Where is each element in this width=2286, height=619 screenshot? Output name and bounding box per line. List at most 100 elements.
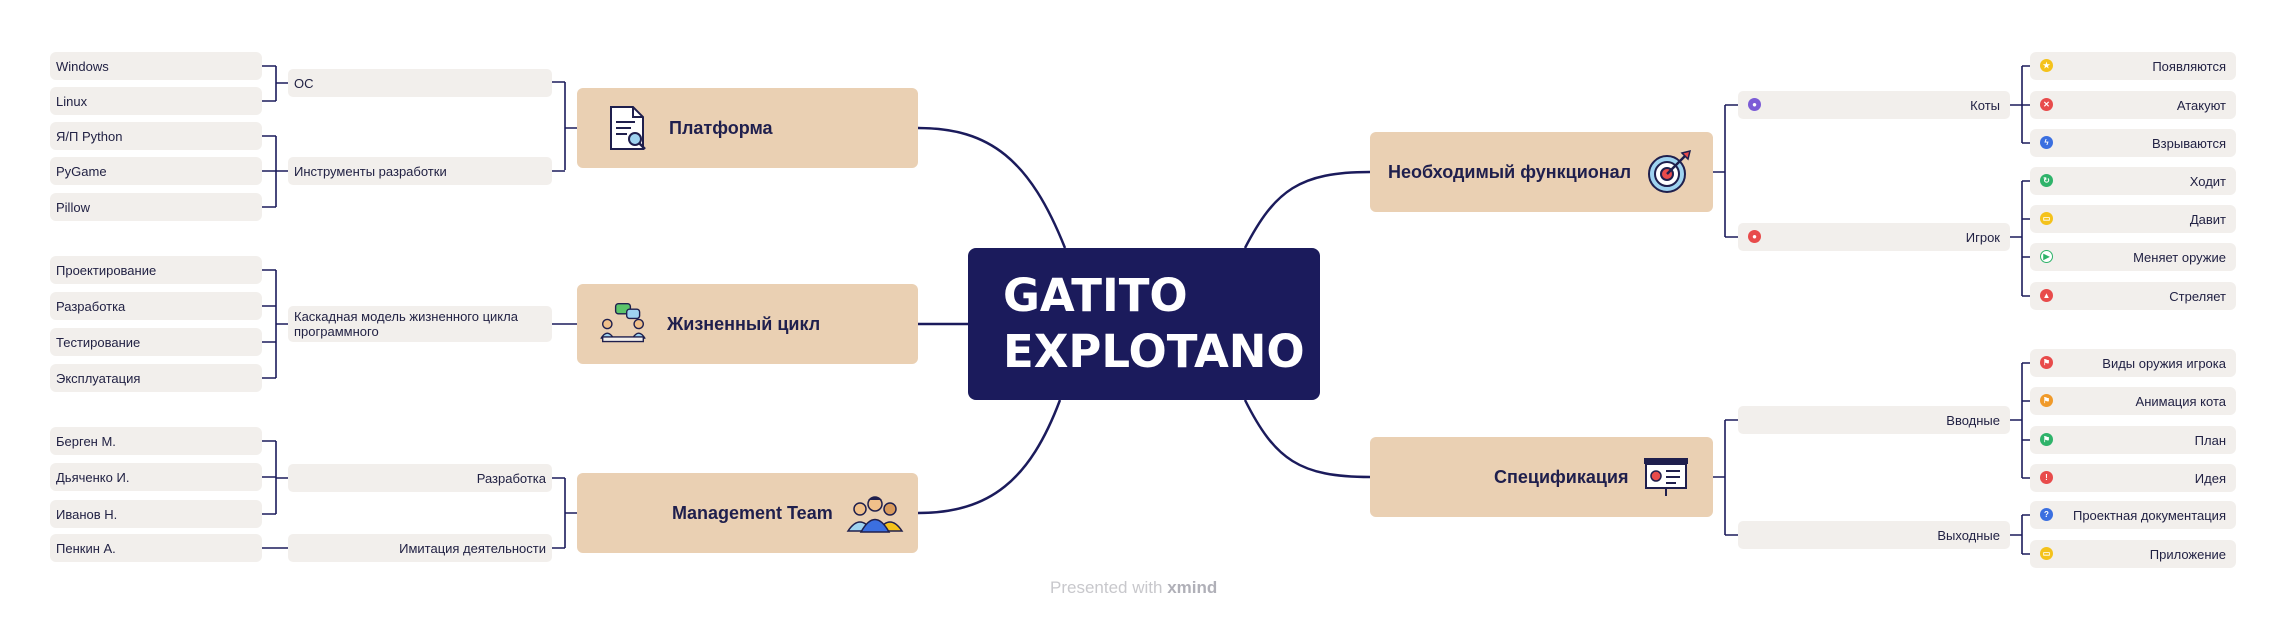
leaf-walk[interactable]: ↻ Ходит xyxy=(2030,167,2236,195)
leaf-development[interactable]: Разработка xyxy=(50,292,262,320)
subtopic-label: Вводные xyxy=(1946,412,2000,428)
subtopic-waterfall[interactable]: Каскадная модель жизненного цикла програ… xyxy=(288,306,552,342)
subtopic-os[interactable]: ОС xyxy=(288,69,552,97)
leaf-label: Тестирование xyxy=(56,334,141,350)
leaf-attack[interactable]: ✕ Атакуют xyxy=(2030,91,2236,119)
gamepad-icon: ▭ xyxy=(2040,212,2053,225)
star-icon: ★ xyxy=(2040,59,2053,72)
leaf-explode[interactable]: ϟ Взрываются xyxy=(2030,129,2236,157)
leaf-label: Анимация кота xyxy=(2135,393,2226,409)
leaf-cat-animation[interactable]: ⚑ Анимация кота xyxy=(2030,387,2236,415)
leaf-label: Идея xyxy=(2194,470,2226,486)
link-center-spec xyxy=(1243,399,1371,479)
leaf-label: Ходит xyxy=(2189,173,2226,189)
subtopic-label: Игрок xyxy=(1965,229,2000,245)
subtopic-label: ОС xyxy=(294,75,314,91)
leaf-label: Pillow xyxy=(56,199,90,215)
topic-lifecycle[interactable]: Жизненный цикл xyxy=(577,284,918,364)
central-topic[interactable]: GATITO EXPLOTANO xyxy=(968,248,1320,400)
central-title-line1: GATITO xyxy=(1003,269,1188,322)
topic-platform[interactable]: Платформа xyxy=(577,88,918,168)
question-icon: ? xyxy=(2040,508,2053,521)
leaf-label: PyGame xyxy=(56,163,107,179)
fire-icon: ▲ xyxy=(2040,289,2053,302)
subtopic-imitation[interactable]: Имитация деятельности xyxy=(288,534,552,562)
leaf-testing[interactable]: Тестирование xyxy=(50,328,262,356)
leaf-label: Linux xyxy=(56,93,88,109)
subtopic-label: Разработка xyxy=(476,470,546,486)
leaf-label: Появляются xyxy=(2152,58,2226,74)
play-icon: ▶ xyxy=(2040,250,2053,263)
leaf-label: Давит xyxy=(2189,211,2226,227)
leaf-design[interactable]: Проектирование xyxy=(50,256,262,284)
leaf-operation[interactable]: Эксплуатация xyxy=(50,364,262,392)
leaf-linux[interactable]: Linux xyxy=(50,87,262,115)
subtopic-inputs[interactable]: Вводные xyxy=(1738,406,2010,434)
subtopic-cats[interactable]: ● Коты xyxy=(1738,91,2010,119)
leaf-label: Стреляет xyxy=(2169,288,2226,304)
leaf-crush[interactable]: ▭ Давит xyxy=(2030,205,2236,233)
topic-spec[interactable]: Спецификация xyxy=(1370,437,1713,517)
topic-spec-title: Спецификация xyxy=(1494,466,1629,487)
exclamation-icon: ! xyxy=(2040,471,2053,484)
leaf-idea[interactable]: ! Идея xyxy=(2030,464,2236,492)
leaf-label: Приложение xyxy=(2149,546,2226,562)
leaf-shoot[interactable]: ▲ Стреляет xyxy=(2030,282,2236,310)
leaf-label: Иванов Н. xyxy=(56,506,118,522)
leaf-label: Проектирование xyxy=(56,262,157,278)
footer-prefix: Presented with xyxy=(1050,578,1163,597)
topic-functionality-title: Необходимый функционал xyxy=(1388,161,1632,182)
leaf-label: План xyxy=(2194,432,2226,448)
leaf-pygame[interactable]: PyGame xyxy=(50,157,262,185)
leaf-plan[interactable]: ⚑ План xyxy=(2030,426,2236,454)
presented-with-footer: Presented with xmind xyxy=(1050,578,1217,598)
team-meeting-icon xyxy=(599,300,647,348)
leaf-label: Эксплуатация xyxy=(56,370,141,386)
subtopic-label-line1: Каскадная модель жизненного цикла xyxy=(294,309,518,324)
leaf-label: Виды оружия игрока xyxy=(2102,355,2226,371)
leaf-label: Взрываются xyxy=(2151,135,2226,151)
leaf-application[interactable]: ▭ Приложение xyxy=(2030,540,2236,568)
document-search-icon xyxy=(603,104,651,152)
link-center-platform xyxy=(917,126,1067,249)
leaf-label: Меняет оружие xyxy=(2133,249,2226,265)
leaf-label: Атакуют xyxy=(2176,97,2226,113)
people-group-icon xyxy=(845,489,905,537)
topic-platform-title: Платформа xyxy=(669,117,773,138)
subtopic-label-line2: программного xyxy=(294,324,379,339)
leaf-change-weapon[interactable]: ▶ Меняет оружие xyxy=(2030,243,2236,271)
leaf-windows[interactable]: Windows xyxy=(50,52,262,80)
presentation-board-icon xyxy=(1642,453,1690,501)
target-icon xyxy=(1645,148,1693,196)
subtopic-label: Имитация деятельности xyxy=(399,540,546,556)
subtopic-label: Инструменты разработки xyxy=(294,163,447,179)
topic-lifecycle-title: Жизненный цикл xyxy=(667,313,821,334)
leaf-pillow[interactable]: Pillow xyxy=(50,193,262,221)
leaf-appear[interactable]: ★ Появляются xyxy=(2030,52,2236,80)
subtopic-player[interactable]: ● Игрок xyxy=(1738,223,2010,251)
leaf-ivanov[interactable]: Иванов Н. xyxy=(50,500,262,528)
leaf-penkin[interactable]: Пенкин А. xyxy=(50,534,262,562)
subtopic-outputs[interactable]: Выходные xyxy=(1738,521,2010,549)
central-title-line2: EXPLOTANO xyxy=(1003,325,1305,378)
flash-icon: ϟ xyxy=(2040,136,2053,149)
leaf-python[interactable]: Я/П Python xyxy=(50,122,262,150)
topic-team[interactable]: Management Team xyxy=(577,473,918,553)
gamepad-icon: ▭ xyxy=(2040,547,2053,560)
subtopic-dev-tools[interactable]: Инструменты разработки xyxy=(288,157,552,185)
user-icon: ● xyxy=(1748,230,1761,243)
leaf-label: Проектная документация xyxy=(2072,507,2226,523)
leaf-label: Windows xyxy=(56,58,109,74)
leaf-label: Дьяченко И. xyxy=(56,469,130,485)
subtopic-team-dev[interactable]: Разработка xyxy=(288,464,552,492)
close-icon: ✕ xyxy=(2040,98,2053,111)
leaf-dyachenko[interactable]: Дьяченко И. xyxy=(50,463,262,491)
leaf-weapon-types[interactable]: ⚑ Виды оружия игрока xyxy=(2030,349,2236,377)
leaf-bergen[interactable]: Берген М. xyxy=(50,427,262,455)
leaf-project-docs[interactable]: ? Проектная документация xyxy=(2030,501,2236,529)
leaf-label: Разработка xyxy=(56,298,126,314)
subtopic-label: Выходные xyxy=(1937,527,2000,543)
topic-functionality[interactable]: Необходимый функционал xyxy=(1370,132,1713,212)
subtopic-label: Коты xyxy=(1970,97,2000,113)
